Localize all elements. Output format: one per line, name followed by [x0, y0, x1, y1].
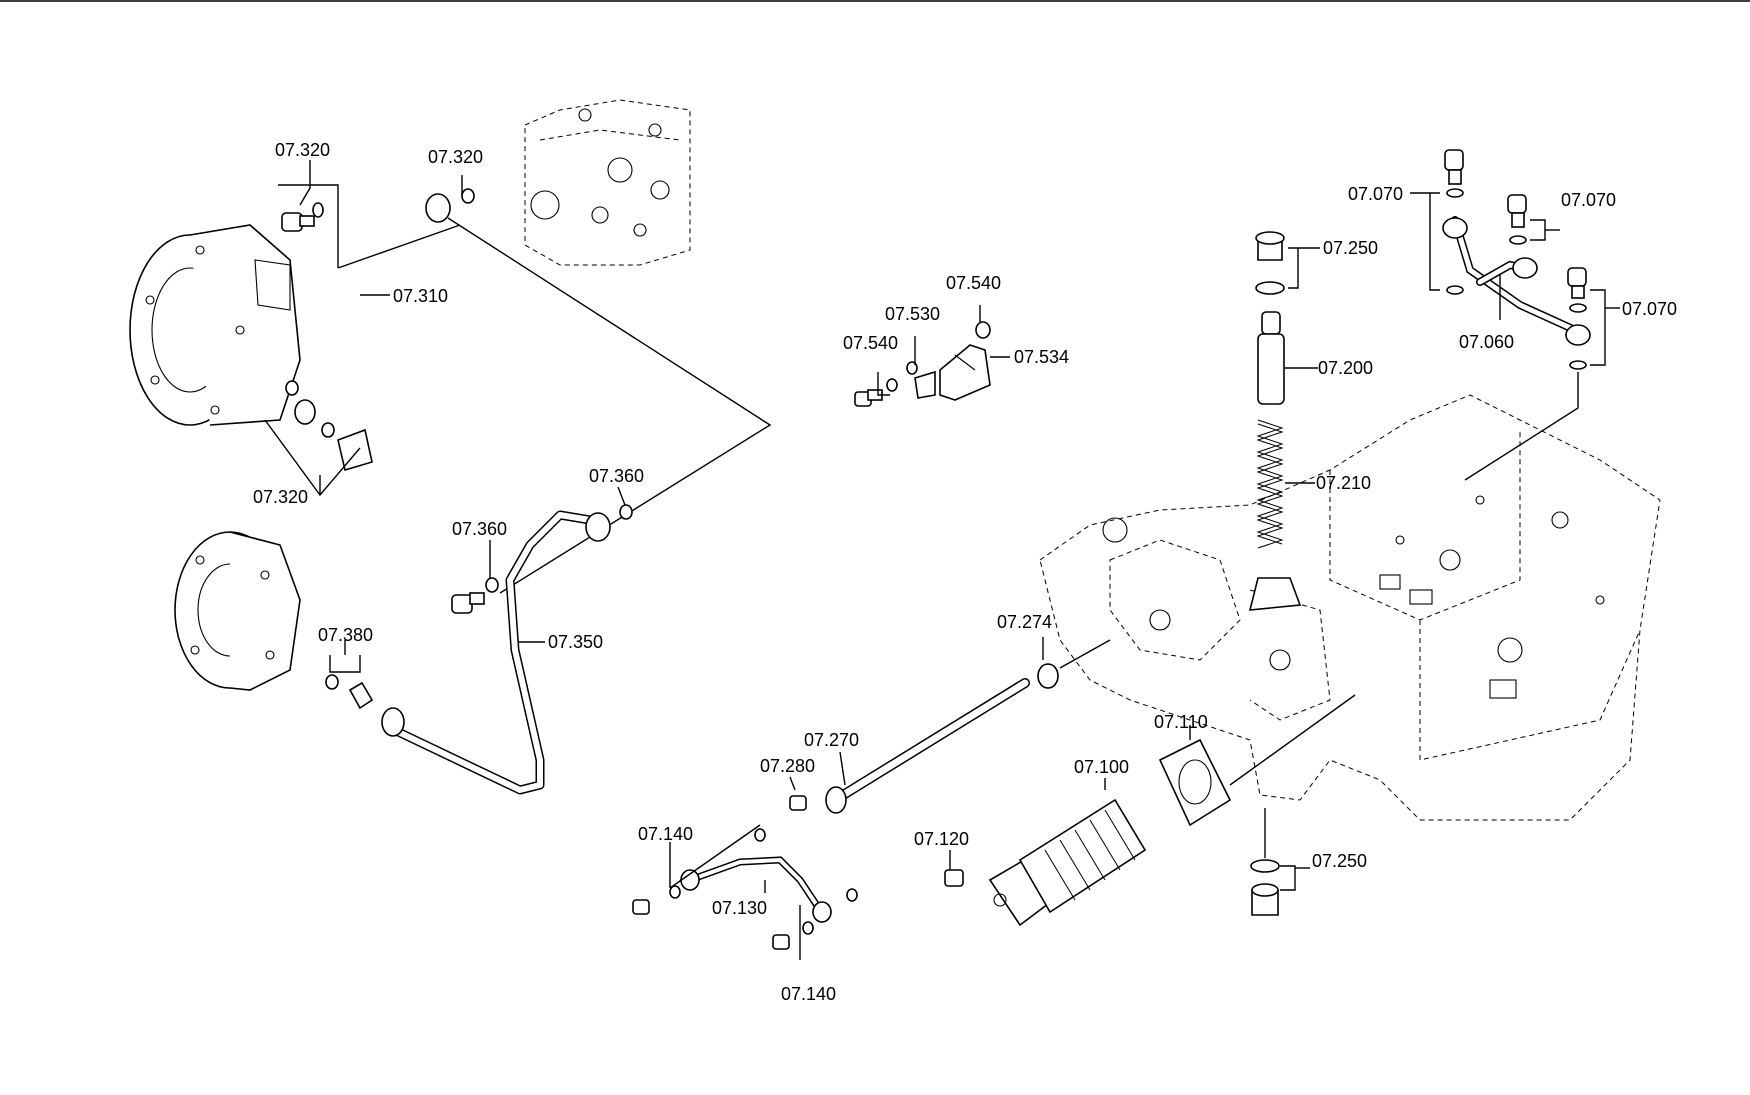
callout-07320-a: 07.320: [275, 140, 330, 160]
callout-07140-b: 07.140: [781, 984, 836, 1004]
callout-07310: 07.310: [393, 286, 448, 306]
union-07380: [325, 674, 374, 710]
valve-block-housing: [524, 99, 691, 266]
spring-07210: [1256, 419, 1284, 549]
banjo-07350-top: [585, 512, 611, 542]
flange-housing: [174, 531, 301, 691]
bolt-07540: [854, 378, 898, 407]
plug-07250-top: [1255, 231, 1285, 295]
callout-07120: 07.120: [914, 829, 969, 849]
callout-07360-b: 07.360: [452, 519, 507, 539]
callout-07540-b: 07.540: [843, 333, 898, 353]
callout-07100: 07.100: [1074, 757, 1129, 777]
callout-07070-b: 07.070: [1561, 190, 1616, 210]
callout-07350: 07.350: [548, 632, 603, 652]
callout-07274: 07.274: [997, 612, 1052, 632]
union-07350: [381, 707, 405, 737]
callout-07200: 07.200: [1318, 358, 1373, 378]
pipe-07130: [632, 828, 858, 950]
bolt-07320-top: [281, 202, 324, 232]
callout-07540-a: 07.540: [946, 273, 1001, 293]
callout-07250-b: 07.250: [1312, 851, 1367, 871]
callout-labels: 07.320 07.320 07.310 07.320 07.360 07.36…: [253, 140, 1677, 1004]
tube-07270: [789, 663, 1059, 814]
callout-07280: 07.280: [760, 756, 815, 776]
leader-07274-housing: [1059, 639, 1111, 669]
callout-07070-a: 07.070: [1348, 184, 1403, 204]
leader-07110-housing: [1229, 694, 1356, 786]
callout-07070-c: 07.070: [1622, 299, 1677, 319]
leader-lines: [264, 160, 1620, 960]
callout-07210: 07.210: [1316, 473, 1371, 493]
callout-07530: 07.530: [885, 304, 940, 324]
callout-07140-a: 07.140: [638, 824, 693, 844]
callout-07250-a: 07.250: [1323, 238, 1378, 258]
bolts-07070: [1444, 149, 1587, 370]
callout-07320-b: 07.320: [428, 147, 483, 167]
banjo-07310-top: [425, 193, 451, 223]
transmission-housing: [1039, 394, 1661, 821]
cap-07320-bottom: [285, 380, 373, 472]
callout-07360-a: 07.360: [589, 466, 644, 486]
callout-07534: 07.534: [1014, 347, 1069, 367]
plug-07250-bottom: [1250, 859, 1280, 916]
filter-07100: [944, 798, 1147, 927]
seal-07360-a: [619, 504, 633, 520]
leader-07060-housing: [1464, 372, 1579, 481]
callout-07110: 07.110: [1154, 712, 1208, 732]
piston-07200: [1257, 311, 1285, 405]
pump-housing: [129, 224, 301, 426]
gasket-07110: [1158, 738, 1232, 827]
pipe-07060: [1442, 216, 1591, 346]
seal-ring: [461, 188, 475, 204]
callout-07380: 07.380: [318, 625, 373, 645]
banjo-07310-bottom: [294, 399, 316, 425]
callout-07130: 07.130: [712, 898, 767, 918]
callout-07270: 07.270: [804, 730, 859, 750]
bolt-07360: [451, 577, 499, 614]
clip-07530: [906, 361, 936, 399]
callout-07060: 07.060: [1459, 332, 1514, 352]
callout-07320-c: 07.320: [253, 487, 308, 507]
bracket-07534: [939, 321, 991, 401]
